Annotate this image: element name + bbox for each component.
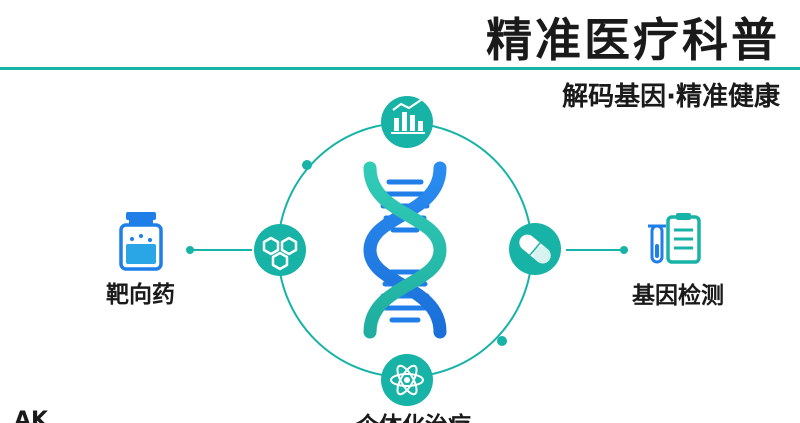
molecule-icon: [254, 224, 306, 276]
corner-mark: AK: [14, 408, 49, 423]
capsule-icon: [509, 223, 561, 275]
medicine-bottle-icon: [119, 212, 163, 271]
orbit-dot: [497, 336, 507, 346]
dna-helix-icon: [363, 161, 447, 339]
individualized-treatment-label: 个体化治疗: [356, 406, 471, 423]
atom-icon: [381, 354, 433, 406]
test-tube-report-icon: [648, 213, 701, 264]
title-divider: [0, 67, 800, 70]
bar-chart-icon: [381, 96, 433, 148]
page-subtitle: 解码基因·精准健康: [562, 82, 780, 112]
targeted-drug-label: 靶向药: [106, 282, 175, 308]
left-connector: [186, 246, 252, 254]
right-connector: [566, 246, 628, 254]
gene-testing-label: 基因检测: [632, 283, 724, 309]
page-title: 精准医疗科普: [486, 13, 780, 67]
orbit-dot: [302, 160, 312, 170]
orbit-ring: [277, 122, 533, 378]
